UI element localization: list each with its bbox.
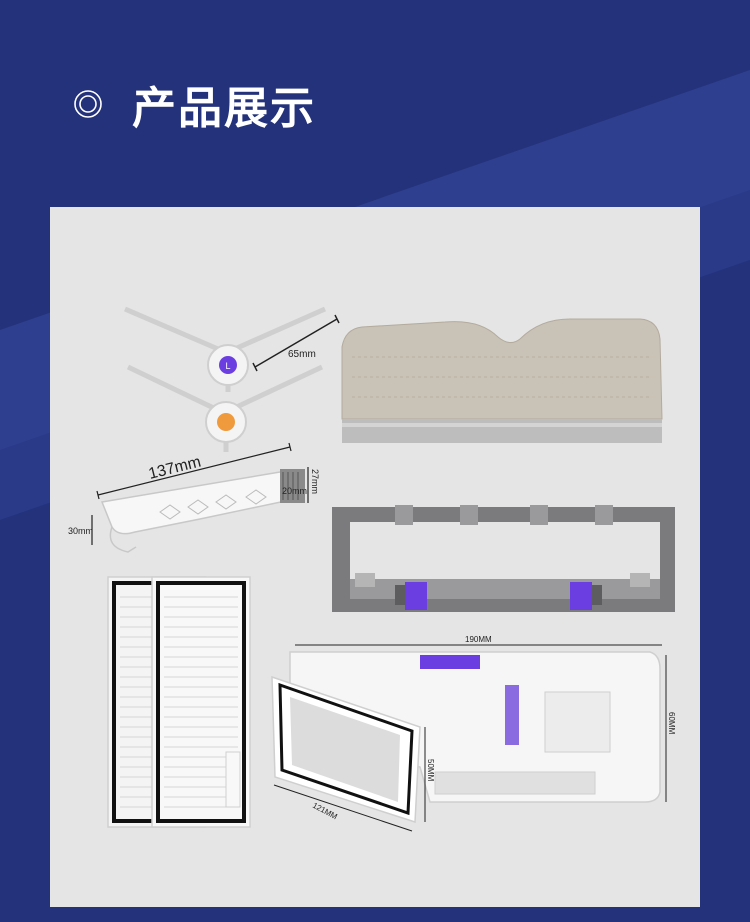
dustbin-filter: [271, 675, 421, 824]
mop-pad: [341, 318, 663, 443]
product-panel: L 65mm: [50, 207, 700, 907]
brush-width-label: 20mm: [282, 486, 307, 496]
brush-height-label: 27mm: [310, 469, 320, 494]
section-header: 产品展示: [72, 72, 316, 136]
dustbin-width-label: 190MM: [465, 635, 492, 644]
cleaning-tool: [100, 469, 305, 553]
tool-length-label: 137mm: [147, 453, 203, 482]
dustbin: [289, 651, 661, 803]
side-brush-orange: [126, 364, 324, 452]
roller-brush-frame: [332, 505, 675, 612]
page-title: 产品展示: [132, 83, 316, 134]
side-brush-width-label: 65mm: [288, 349, 316, 360]
filter-depth-label: 50MM: [426, 759, 435, 782]
side-brush-purple: L: [124, 306, 327, 392]
svg-text:L: L: [225, 361, 230, 371]
dustbin-height-label: 60MM: [667, 712, 676, 735]
side-brush-dimension: 65mm: [252, 314, 340, 372]
target-circle-icon: [74, 90, 102, 118]
hepa-filter-right: [151, 576, 251, 828]
filter-width-label: 121MM: [311, 801, 339, 822]
tool-height-label: 30mm: [68, 526, 93, 536]
